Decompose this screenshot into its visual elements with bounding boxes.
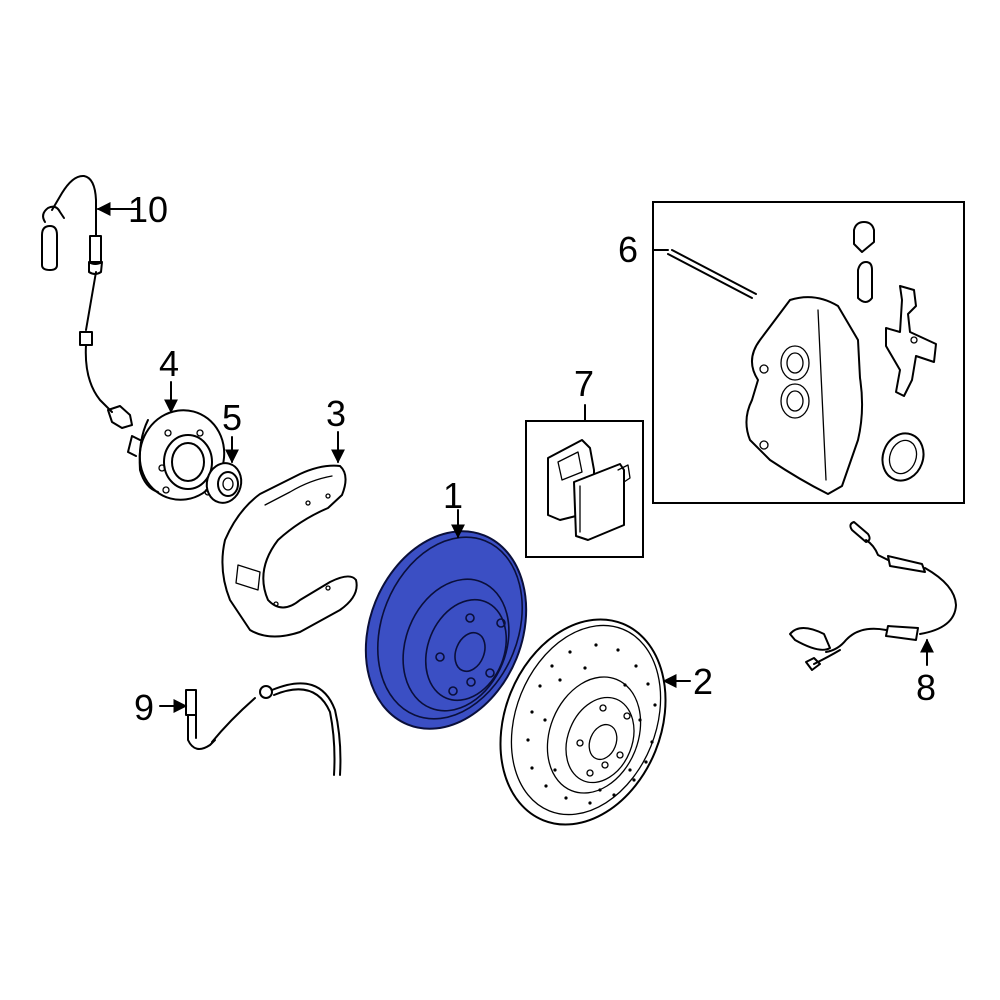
part-6-caliper-assembly[interactable] bbox=[652, 201, 965, 504]
callout-7-label: 7 bbox=[574, 363, 595, 404]
part-3-splash-shield[interactable] bbox=[221, 464, 358, 638]
part-10-front-pad-wear-sensor[interactable] bbox=[41, 174, 133, 429]
callout-9-label: 9 bbox=[134, 687, 155, 728]
callout-8-label: 8 bbox=[916, 667, 937, 708]
callout-6-label: 6 bbox=[618, 229, 639, 270]
callout-3-label: 3 bbox=[326, 393, 347, 434]
callout-2-label: 2 bbox=[693, 661, 714, 702]
part-2-drilled-rotor[interactable] bbox=[471, 594, 695, 849]
callout-4-label: 4 bbox=[159, 343, 180, 384]
callout-1-label: 1 bbox=[443, 475, 464, 516]
part-1-brake-rotor[interactable] bbox=[337, 507, 554, 753]
callout-10-label: 10 bbox=[128, 189, 169, 230]
part-4-wheel-hub[interactable] bbox=[127, 401, 234, 510]
part-8-rear-wear-sensor[interactable] bbox=[789, 521, 957, 671]
part-7-brake-pads[interactable] bbox=[525, 420, 644, 558]
part-5-hub-nut[interactable] bbox=[202, 459, 245, 506]
callout-5-label: 5 bbox=[222, 397, 243, 438]
part-9-abs-sensor[interactable] bbox=[185, 682, 342, 776]
